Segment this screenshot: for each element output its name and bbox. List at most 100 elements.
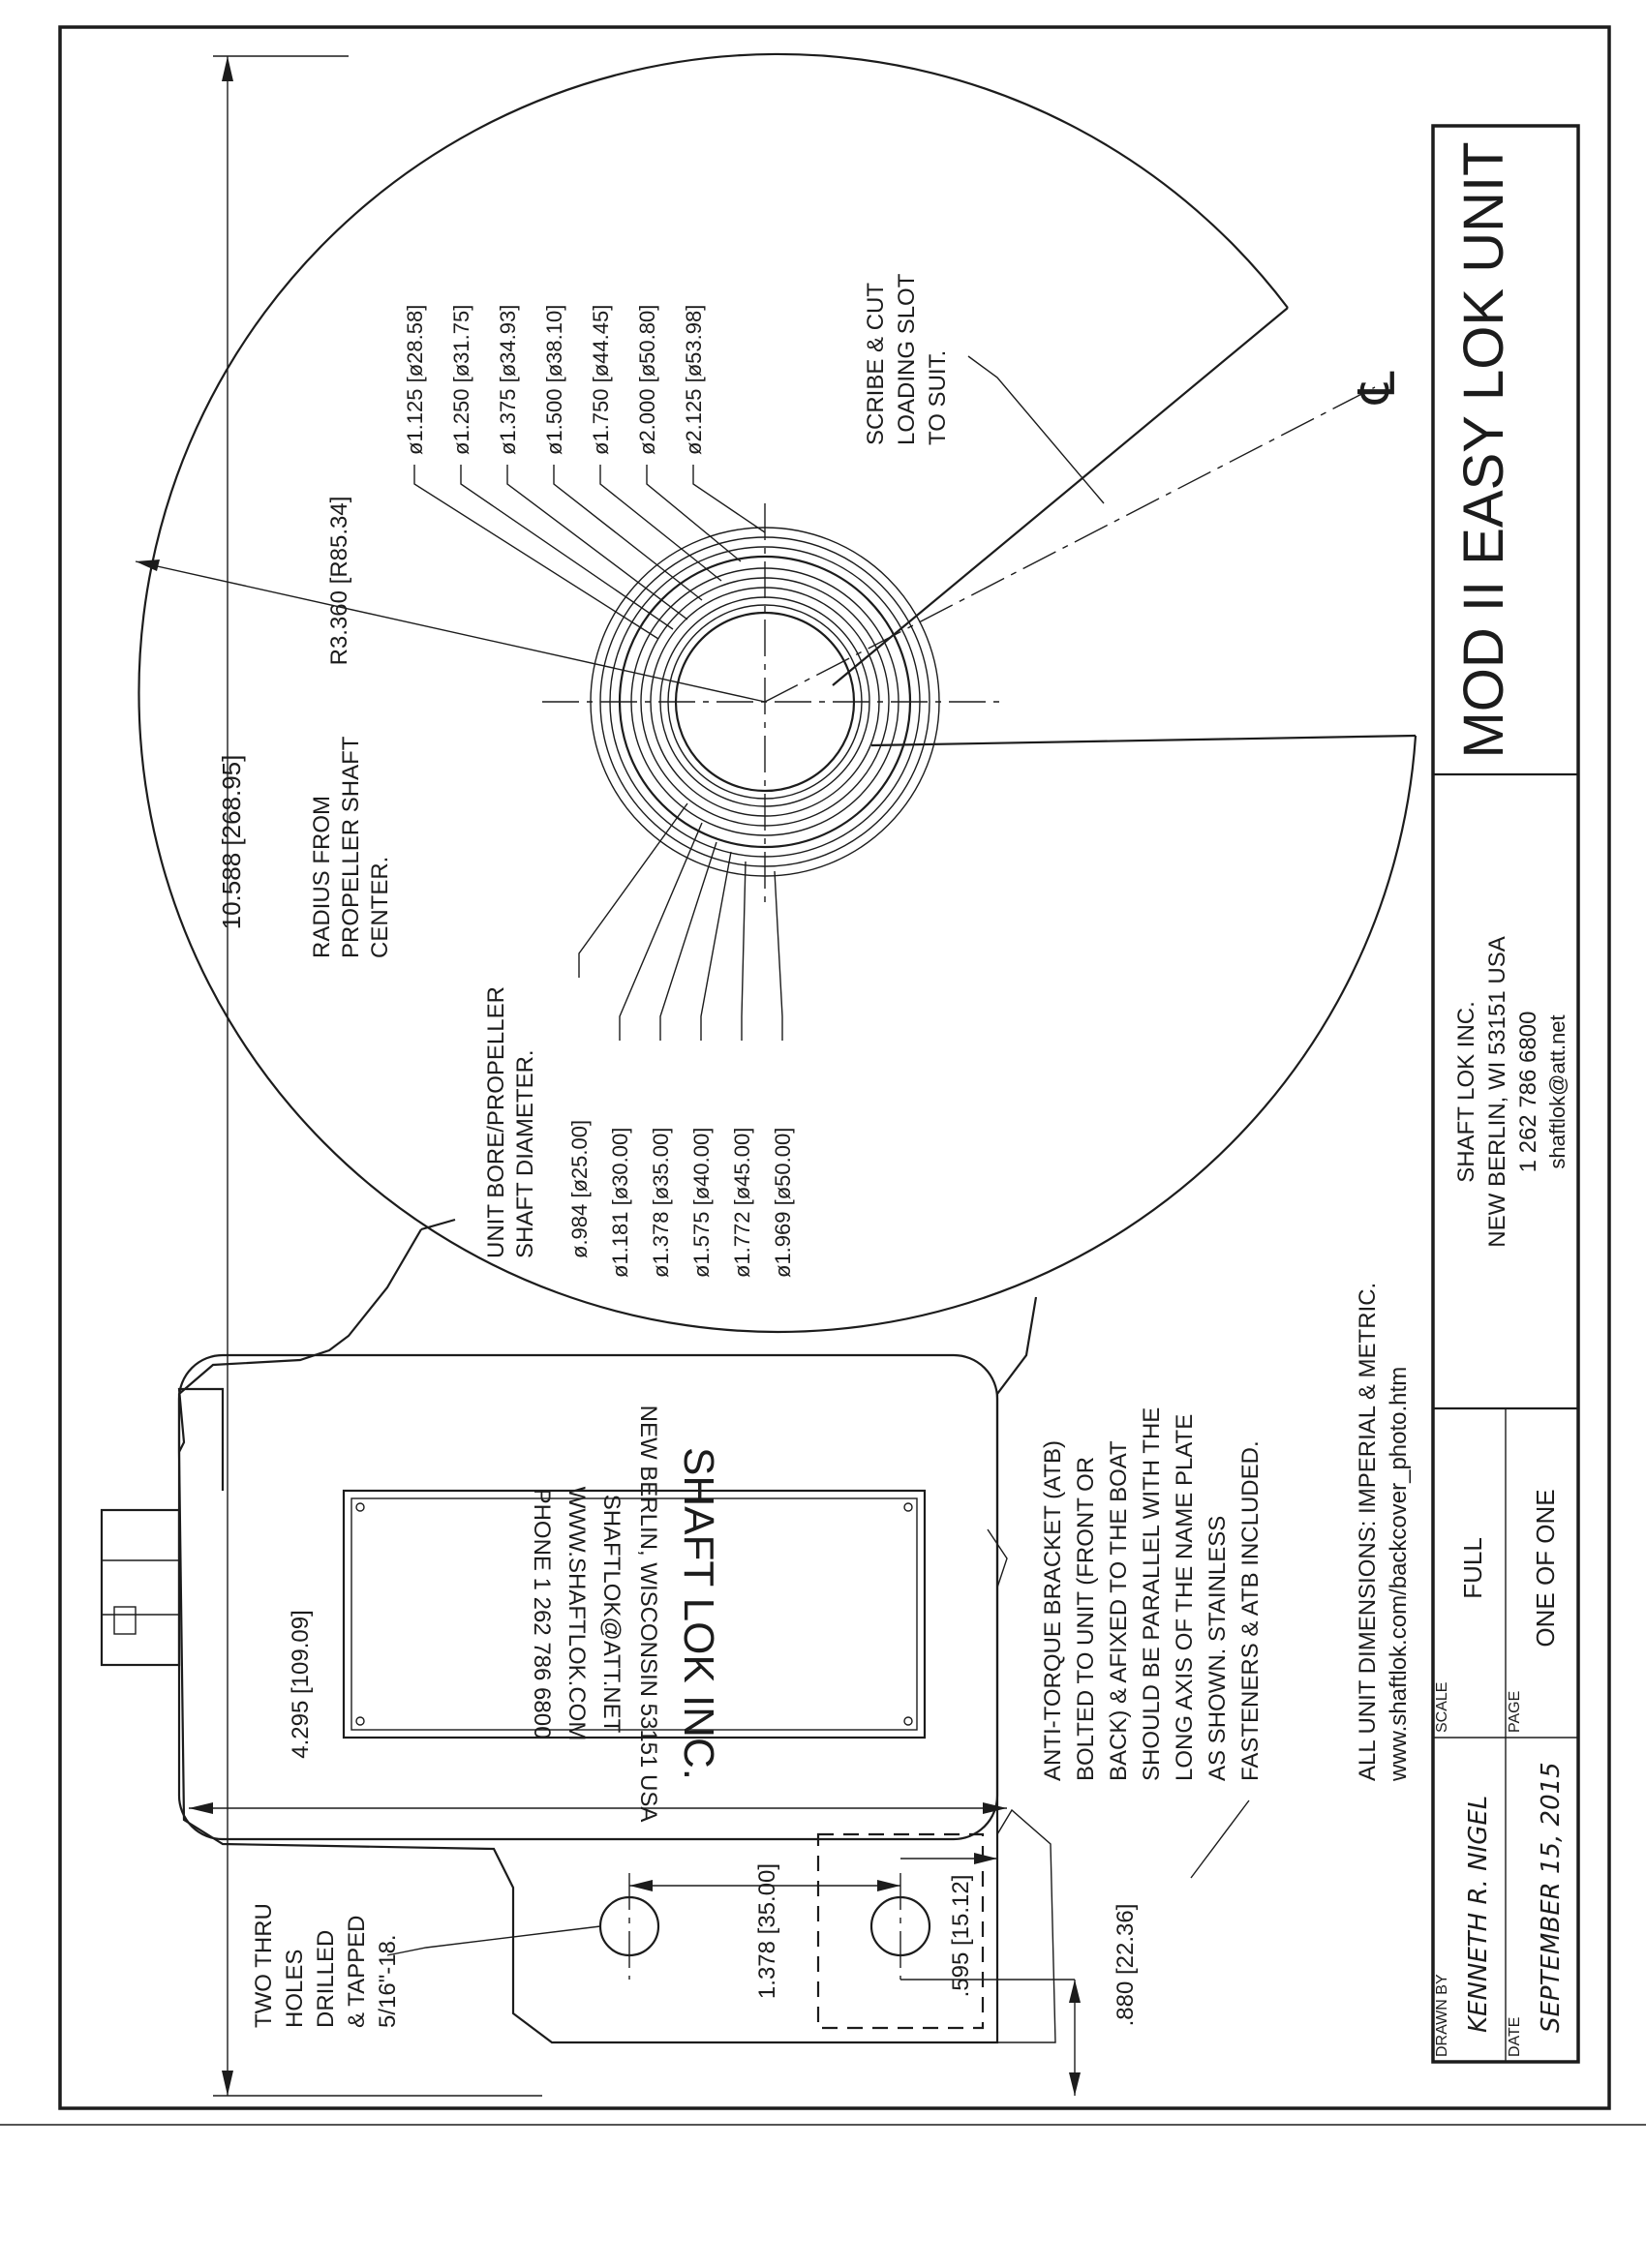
- date: SEPTEMBER 15, 2015: [1537, 1762, 1566, 2033]
- edge-dimension: .880 [22.36]: [1113, 1904, 1139, 2027]
- holes-note-line: DRILLED: [313, 1930, 339, 2028]
- overall-dimension: 10.588 [268.95]: [217, 755, 246, 930]
- drawing-title: MOD II EASY LOK UNIT: [1452, 141, 1515, 758]
- slot-note-line: SCRIBE & CUT: [863, 283, 889, 445]
- bracket-break: [996, 1808, 1056, 2043]
- rivet-icon: [355, 1716, 365, 1726]
- body-neck: [420, 1218, 456, 1231]
- leader-line: [692, 465, 766, 533]
- diameter-label: ø1.500 [ø38.10]: [542, 305, 566, 455]
- disc-outline: [137, 52, 1417, 1333]
- page-label: PAGE: [1507, 1691, 1523, 1733]
- title-block: MOD II EASY LOK UNIT SHAFT LOK INC. NEW …: [1431, 124, 1580, 2064]
- title-email: shaftlok@att.net: [1545, 1014, 1570, 1168]
- bore-title: UNIT BORE/PROPELLER SHAFT DIAMETER.: [483, 986, 538, 1258]
- title-phone: 1 262 786 6800: [1515, 1012, 1541, 1173]
- anti-torque-bracket: [816, 1832, 985, 2030]
- arrow-icon: [189, 1802, 213, 1814]
- holes-leader: [386, 1925, 601, 1956]
- thread-fraction: 5/16: [375, 1982, 401, 2028]
- diameter-label: ø2.125 [ø53.98]: [682, 305, 706, 455]
- radius-dimension: R3.360 [R85.34]: [326, 497, 352, 666]
- bore-label: ø1.969 [ø50.00]: [771, 1128, 795, 1278]
- diameter-label: ø2.000 [ø50.80]: [635, 305, 659, 455]
- leader-line: [599, 465, 722, 582]
- slot-centerline: [764, 386, 1376, 703]
- slot-note-line: TO SUIT.: [925, 350, 951, 445]
- arrow-icon: [222, 56, 233, 81]
- radius-note: RADIUS FROM PROPELLER SHAFT CENTER.: [309, 736, 393, 958]
- hole-spacing-dimension: 1.378 [35.00]: [754, 1863, 780, 1999]
- bore-label: ø.984 [ø25.00]: [567, 1120, 592, 1258]
- arrow-icon: [136, 559, 160, 571]
- radius-note-line: CENTER.: [367, 857, 393, 958]
- thread-rest: "-18.: [375, 1934, 401, 1982]
- leader-line: [553, 465, 703, 601]
- leader-line: [578, 802, 688, 978]
- arrow-icon: [222, 2071, 233, 2096]
- scale-label: SCALE: [1434, 1682, 1450, 1733]
- drawn-by: KENNETH R. NIGEL: [1464, 1796, 1493, 2033]
- leader-line: [413, 465, 659, 640]
- slot-edge-lower: [870, 734, 1417, 747]
- radius-leader: [135, 560, 766, 703]
- arrow-icon: [974, 1853, 997, 1864]
- nameplate-web: WWW.SHAFTLOK.COM: [564, 1487, 590, 1741]
- bore-title-line: SHAFT DIAMETER.: [512, 1049, 538, 1258]
- name-plate-inner: [351, 1497, 918, 1731]
- arrow-icon: [877, 1880, 900, 1891]
- arrow-icon: [1069, 2072, 1081, 2096]
- diameter-label: ø1.250 [ø31.75]: [449, 305, 473, 455]
- date-label: DATE: [1507, 2017, 1523, 2057]
- bore-title-line: UNIT BORE/PROPELLER: [483, 986, 509, 1258]
- arrow-icon: [629, 1880, 653, 1891]
- bracket-break-2: [987, 1528, 1008, 1588]
- outer-diameter-callouts: ø1.125 [ø28.58] ø1.250 [ø31.75] ø1.375 […: [403, 305, 766, 640]
- bore-label: ø1.772 [ø45.00]: [730, 1128, 754, 1278]
- slot-note-line: LOADING SLOT: [894, 273, 920, 445]
- leader-line: [460, 465, 674, 630]
- slot-leader: [967, 355, 1105, 504]
- bore-diameter-callouts: ø.984 [ø25.00] ø1.181 [ø30.00] ø1.378 [ø…: [567, 802, 795, 1278]
- atb-note-line: BACK) & AFIXED TO THE BOAT: [1106, 1440, 1132, 1781]
- nameplate-address: NEW BERLIN, WISCONSIN 53151 USA: [635, 1406, 661, 1823]
- atb-leader: [1190, 1799, 1250, 1879]
- name-plate-text: SHAFT LOK INC. NEW BERLIN, WISCONSIN 531…: [529, 1406, 722, 1823]
- leader-line: [646, 465, 742, 562]
- atb-note-line: BOLTED TO UNIT (FRONT OR: [1073, 1457, 1099, 1781]
- holes-note: TWO THRU HOLES DRILLED & TAPPED 5/16"-18…: [251, 1903, 401, 2028]
- holes-note-line: TWO THRU: [251, 1903, 277, 2028]
- rivet-icon: [903, 1502, 913, 1512]
- leader-line: [506, 465, 688, 620]
- atb-note-line: AS SHOWN. STAINLESS: [1204, 1516, 1231, 1781]
- title-company: SHAFT LOK INC.: [1453, 1001, 1479, 1183]
- diameter-label: ø1.750 [ø44.45]: [589, 305, 613, 455]
- atb-note-line: FASTENERS & ATB INCLUDED.: [1237, 1440, 1264, 1781]
- leader-line: [741, 861, 747, 1041]
- holes-note-line: HOLES: [282, 1950, 308, 2028]
- rivet-icon: [355, 1502, 365, 1512]
- atb-note: ANTI-TORQUE BRACKET (ATB) BOLTED TO UNIT…: [1040, 1407, 1264, 1781]
- leader-line: [619, 822, 703, 1041]
- leader-line: [700, 851, 732, 1041]
- atb-note-line: LONG AXIS OF THE NAME PLATE: [1172, 1414, 1198, 1781]
- name-plate: [342, 1489, 927, 1739]
- atb-note-line: SHOULD BE PARALLEL WITH THE: [1139, 1407, 1165, 1781]
- dimensions-note: ALL UNIT DIMENSIONS: IMPERIAL & METRIC.: [1355, 1283, 1381, 1781]
- nameplate-phone: PHONE 1 262 786 6800: [529, 1489, 555, 1739]
- nameplate-email: SHAFTLOK@ATT.NET: [598, 1495, 625, 1734]
- hole-offset-dimension: .595 [15.12]: [948, 1875, 974, 1998]
- drawn-by-label: DRAWN BY: [1434, 1974, 1450, 2057]
- bore-label: ø1.181 [ø30.00]: [608, 1128, 632, 1278]
- title-address: NEW BERLIN, WI 53151 USA: [1484, 936, 1510, 1247]
- diameter-label: ø1.125 [ø28.58]: [403, 305, 427, 455]
- nameplate-company: SHAFT LOK INC.: [675, 1447, 722, 1780]
- url-note: www.shaftlok.com/backcover_photo.htm: [1386, 1367, 1412, 1782]
- arrow-icon: [983, 1802, 1007, 1814]
- leader-line: [659, 841, 717, 1041]
- bolt-slot: [113, 1606, 137, 1635]
- diameter-label: ø1.375 [ø34.93]: [496, 305, 520, 455]
- radius-note-line: RADIUS FROM: [309, 796, 335, 958]
